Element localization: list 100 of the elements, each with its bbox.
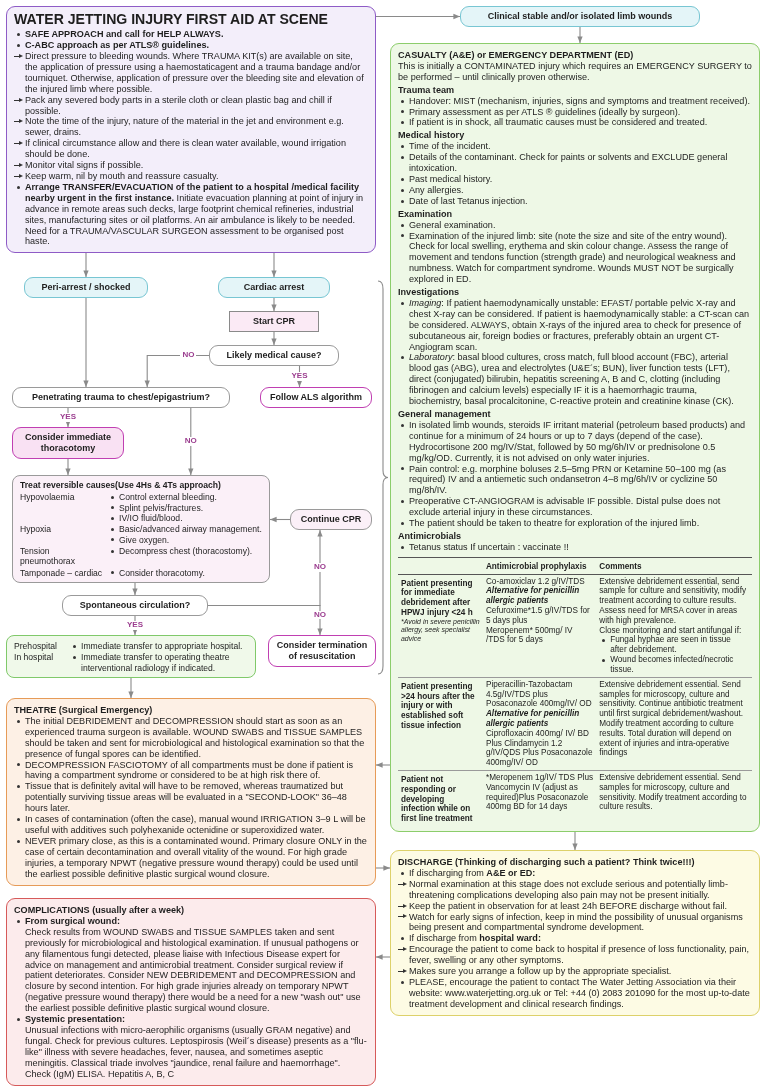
arrow bbox=[132, 582, 138, 596]
list-item: Pain control: e.g. morphine boluses 2.5–5mg PRN or Ketamine 50–100 mg (as required) IV and a antiemetic such ondansetron 4–8 mg/6h/IV or cyclizine 50 mg/8h/IV. bbox=[398, 463, 752, 497]
edge-label: YES bbox=[58, 413, 78, 422]
section-heading: Investigations bbox=[398, 287, 461, 298]
table-text: Meropenem* 500mg/ IV /TDS for 5 days bbox=[485, 625, 574, 646]
table-text: Patient not responding or developing infection while on first line treatment bbox=[401, 775, 474, 825]
list-item: Examination of the injured limb: site (note the size and site of the entry wound). Check for local swelling, erythema and skin colour change. Assess the range of movement and tendons function (strength grade) and neurological weakness and numbness. Watch for compartment syndrome. Wounds MUST NOT be surgically explored in ED. bbox=[398, 230, 752, 286]
list-item: Keep warm, nil by mouth and reassure casualty. bbox=[14, 171, 368, 182]
table-text: Extensive debridement essential, send sample for culture and sensitivity, modify treatment according to culture results. Assess need for MRSA cover in areas with high prevalence. bbox=[599, 576, 748, 626]
arrow bbox=[128, 677, 134, 699]
list-item: In isolated limb wounds, steroids IF irritant material (petroleum based products) and continue for a minimum of 24 hours or up to 7 days (depend of the case). Hydrocortisone 200 mg/IV/Stat, followed by 50 mg/6h/IV or prednisolone 0.5 mg/kg/OD. Currently, it is not advised on only water injuries. bbox=[398, 419, 752, 464]
edge-label: NO bbox=[312, 610, 328, 620]
process-box bbox=[6, 635, 256, 678]
table-text: Extensive debridement essential. Send samples for microscopy, culture and sensitivity. Modify treatment according to culture results. bbox=[599, 773, 748, 813]
table-text: Patient presenting >24 hours after the injury or with established soft tissue infection bbox=[401, 681, 476, 731]
list-item: Fungal hyphae are seen in tissue after debridement. bbox=[599, 635, 749, 656]
arrow bbox=[271, 252, 277, 278]
list-item: C-ABC approach as per ATLS® guidelines. bbox=[14, 40, 368, 52]
list-item: Basic/advanced airway management. bbox=[108, 524, 262, 535]
edge-label: YES bbox=[125, 621, 145, 630]
list-item: Wound becomes infected/necrotic tissue. bbox=[599, 655, 749, 675]
table-header: Antimicrobial prophylaxis bbox=[485, 561, 588, 572]
list-item: If discharging from A&E or ED: bbox=[398, 867, 752, 879]
list-item: Decompress chest (thoracostomy). bbox=[108, 545, 262, 557]
process-box: Consider immediate thoracotomy bbox=[12, 427, 124, 459]
list-item: Preoperative CT-ANGIOGRAM is advisable IF possible. Distal pulse does not exclude arterial injury in these circumstances. bbox=[398, 496, 752, 519]
table-text: Piperacillin-Tazobactam 4.5g/IV/TDS plus Posaconazole 400mg/IV/ OD bbox=[485, 679, 593, 709]
process-box: Follow ALS algorithm bbox=[260, 387, 372, 408]
list-item: SAFE APPROACH and call for HELP ALWAYS. bbox=[14, 29, 368, 41]
table-text: Extensive debridement essential. Send samples for microscopy, culture and sensitivity. Continue antibiotic treatment until first surgical debridement/washout. bbox=[599, 679, 745, 719]
list-item: Handover: MIST (mechanism, injuries, signs and symptoms and treatment received). bbox=[398, 95, 752, 107]
list-item: The patient should be taken to theatre for exploration of the injured limb. bbox=[398, 518, 752, 529]
decision-box: Spontaneous circulation? bbox=[62, 595, 208, 616]
edge-label: YES bbox=[289, 372, 310, 381]
list-item: Systemic presentation: bbox=[14, 1014, 368, 1025]
arrow bbox=[144, 354, 210, 388]
table-header: Comments bbox=[599, 561, 643, 572]
list-item: DECOMPRESSION FASCIOTOMY of all compartments must be done if patient is having a compartment syndrome or considered to be at high risk there of. bbox=[14, 759, 368, 782]
table-text: Alternative for penicillin allergic patients bbox=[485, 586, 580, 606]
list-item: Note the time of the injury, nature of the material in the jet and environment e.g. sewer, drains. bbox=[14, 116, 368, 139]
list-item: Makes sure you arrange a follow up by the appropriate specialist. bbox=[398, 966, 752, 977]
list-item: Give oxygen. bbox=[108, 534, 262, 545]
list-item: Tissue that is definitely avital will have to be removed, whereas traumatized but potentially surviving tissue areas will be evaluated in a "SECOND-LOOK" 36–48 hours later. bbox=[14, 781, 368, 815]
edge-label: NO bbox=[312, 563, 328, 572]
paragraph: Check results from WOUND SWABS and TISSUE SAMPLES taken and sent previously for microbiological and histological examination. If unusual pathogens or any filamentous fungi detected, please liaise with Infectious Disease expert for advice on management and antimicrobial treatment. Consider surgical review if patient deteriorates. Consider NEW DEBRIDEMENT and DECOMPRESSION and closure by second intention. For high grade injuries already on temporary NPWT (negative pressure wound therapy) there would be a need for a new "wash out" use the earliest possible definitive plastic surgical wound closure. bbox=[24, 926, 362, 1015]
list-item: Date of last Tetanus injection. bbox=[398, 195, 752, 207]
arrow bbox=[83, 297, 89, 388]
process-box: Start CPR bbox=[229, 311, 319, 332]
panel-title: WATER JETTING INJURY FIRST AID AT SCENE bbox=[14, 11, 329, 28]
arrow bbox=[572, 831, 578, 851]
list-item: Primary assessment as per ATLS ® guidelines (ideally by surgeon). bbox=[398, 106, 752, 118]
arrow bbox=[207, 604, 323, 636]
list-item: Watch for early signs of infection, keep in mind the possibility of unusual organisms being present and compartmental syndrome development. bbox=[398, 911, 752, 934]
list-item: In cases of contamination (often the case), manual wound IRRIGATION 3–9 L will be useful with additives such polyhexanide octenidine or superoxidized water. bbox=[14, 814, 368, 836]
process-box: Continue CPR bbox=[290, 509, 372, 530]
arrow bbox=[188, 407, 194, 476]
list-item: Immediate transfer to appropriate hospital. bbox=[70, 641, 248, 652]
process-box: Clinical stable and/or isolated limb wounds bbox=[460, 6, 700, 27]
edge-label: NO bbox=[180, 351, 197, 360]
arrow bbox=[83, 252, 89, 278]
paragraph: Unusual infections with micro-aerophilic organisms (usually GRAM negative) and fungal. Check for previous cultures. Leptospirosis (Weil´s disease) presents as a "flu-like" illness with severe headaches, fever, nausea, and sometimes aseptic meningitis. Classical triade involves "jaundice, renal failure and haemorrhage". Check (IgM) ELISA. Hepatitis A, B, C bbox=[24, 1024, 368, 1080]
list-label: Prehospital bbox=[14, 641, 58, 652]
section-heading: Medical history bbox=[398, 130, 466, 142]
arrow bbox=[271, 297, 277, 312]
list-item: If clinical circumstance allow and there is clean water available, wound irrigation should be done. bbox=[14, 138, 368, 161]
list-item: Arrange TRANSFER/EVACUATION of the patient to a hospital /medical facility nearby urgent in the first instance. Initiate evacuation planning at point of injury in advance in remote areas such decks, large footprint chemical refineries, industrial sites, manufacturing sites or oil platforms. An air ambulance is likely to be needed. Need for a TRAUMA/VASCULAR SURGEON assessment to be organised post haste. bbox=[14, 181, 368, 248]
list-item: The initial DEBRIDEMENT and DECOMPRESSION should start as soon as an experienced trauma surgeon is available. WOUND SWABS and TISSUE SAMPLES should be taken and sent for microbiological and histological examination so that the presence of fungal spores can be identified. bbox=[14, 715, 368, 760]
list-item: IV/IO fluid/blood. bbox=[108, 512, 262, 524]
process-box: Cardiac arrest bbox=[218, 277, 330, 298]
list-item: Control external bleeding. bbox=[108, 492, 262, 503]
list-item: From surgical wound: bbox=[14, 915, 368, 927]
section-heading: Antimicrobials bbox=[398, 530, 463, 542]
arrow bbox=[65, 458, 71, 476]
section-heading: COMPLICATIONS (usually after a week) bbox=[14, 905, 186, 916]
list-item: Encourage the patient to come back to hospital if presence of loss functionality, pain, fever, swelling or any other symptoms. bbox=[398, 944, 752, 967]
list-label: Tension pneumothorax bbox=[20, 545, 76, 567]
arrow bbox=[375, 954, 391, 960]
list-item: If patient is in shock, all traumatic causes must be considered and treated. bbox=[398, 117, 752, 129]
section-heading: THEATRE (Surgical Emergency) bbox=[14, 705, 154, 716]
decision-box: Penetrating trauma to chest/epigastrium? bbox=[12, 387, 230, 408]
list-item: General examination. bbox=[398, 219, 752, 231]
table-text: Modify treatment according to culture results. Total duration will depend on extent of injuries and intra-operative findings bbox=[599, 718, 735, 759]
list-item: Pack any severed body parts in a sterile cloth or clean plastic bag and chill if possible. bbox=[14, 94, 368, 117]
section-heading: Examination bbox=[398, 208, 454, 220]
list-label: Hypoxia bbox=[20, 524, 53, 537]
arrow bbox=[577, 26, 583, 44]
process-box: Consider termination of resuscitation bbox=[268, 635, 376, 667]
list-item: Details of the contaminant. Check for paints or solvents and EXCLUDE general intoxication. bbox=[398, 152, 752, 174]
list-item: Time of the incident. bbox=[398, 141, 752, 153]
list-item: PLEASE, encourage the patient to contact The Water Jetting Association via their website: www.waterjetting.org.uk or Tel: +44 (0) 2083 201090 for the most up-to-date treatment development and clinical research findings. bbox=[398, 976, 752, 1010]
list-item: Direct pressure to bleeding wounds. Where TRAUMA KIT(s) are available on site, the application of pressure using a haemostaticagent and a trauma bandage and/or tourniquet. Otherwise, application of pressure over the bleeding site and elevation of the injured limb where possible. bbox=[14, 51, 368, 95]
info-panel bbox=[390, 43, 760, 833]
table-text: Patient presenting for immediate debridement after HPWJ injury <24 h bbox=[401, 578, 474, 618]
section-heading: Trauma team bbox=[398, 84, 456, 96]
table-text: Ciprofloxacin 400mg/ IV/ BD Plus Clindamycin 1.2 g/IV/QDS Plus Posaconazole 400mg/IV/ OD bbox=[485, 728, 594, 769]
edge-label: NO bbox=[182, 437, 199, 446]
info-panel bbox=[390, 850, 760, 1016]
arrow bbox=[269, 516, 291, 523]
paragraph: This is initially a CONTAMINATED injury which requires an EMERGENCY SURGERY to be performed – until clinically proven otherwise. bbox=[398, 60, 752, 83]
list-item: Splint pelvis/fractures. bbox=[108, 502, 262, 513]
